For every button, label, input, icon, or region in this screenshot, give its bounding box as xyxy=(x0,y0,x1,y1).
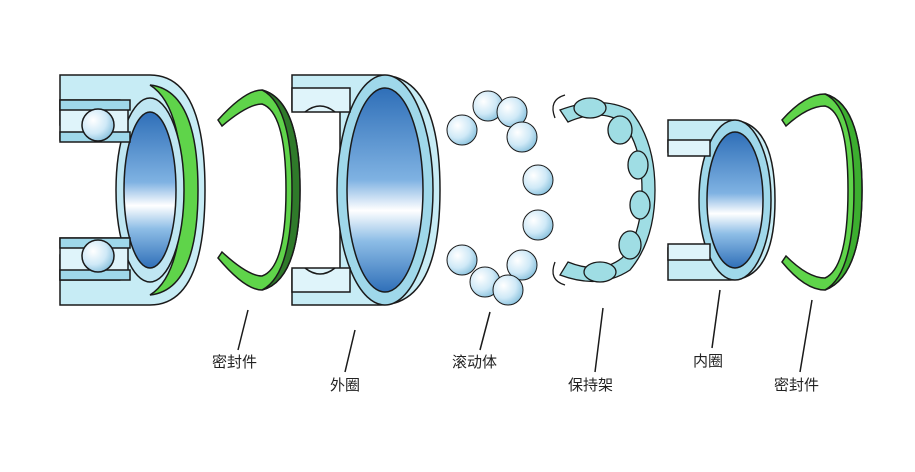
cage-part xyxy=(552,94,656,286)
label-rolling-elements: 滚动体 xyxy=(452,353,497,371)
assembled-bearing xyxy=(59,74,206,306)
seal-right-part xyxy=(781,93,863,291)
label-seal-right: 密封件 xyxy=(774,376,819,394)
rolling-elements-part xyxy=(446,90,554,306)
leader-lines xyxy=(237,289,813,373)
label-inner-ring: 内圈 xyxy=(693,352,723,370)
label-cage: 保持架 xyxy=(568,376,613,394)
seal-left-part xyxy=(217,89,301,291)
label-seal-left: 密封件 xyxy=(212,353,257,371)
outer-ring-part xyxy=(291,74,441,306)
label-outer-ring: 外圈 xyxy=(330,376,360,394)
inner-ring-part xyxy=(667,119,776,281)
